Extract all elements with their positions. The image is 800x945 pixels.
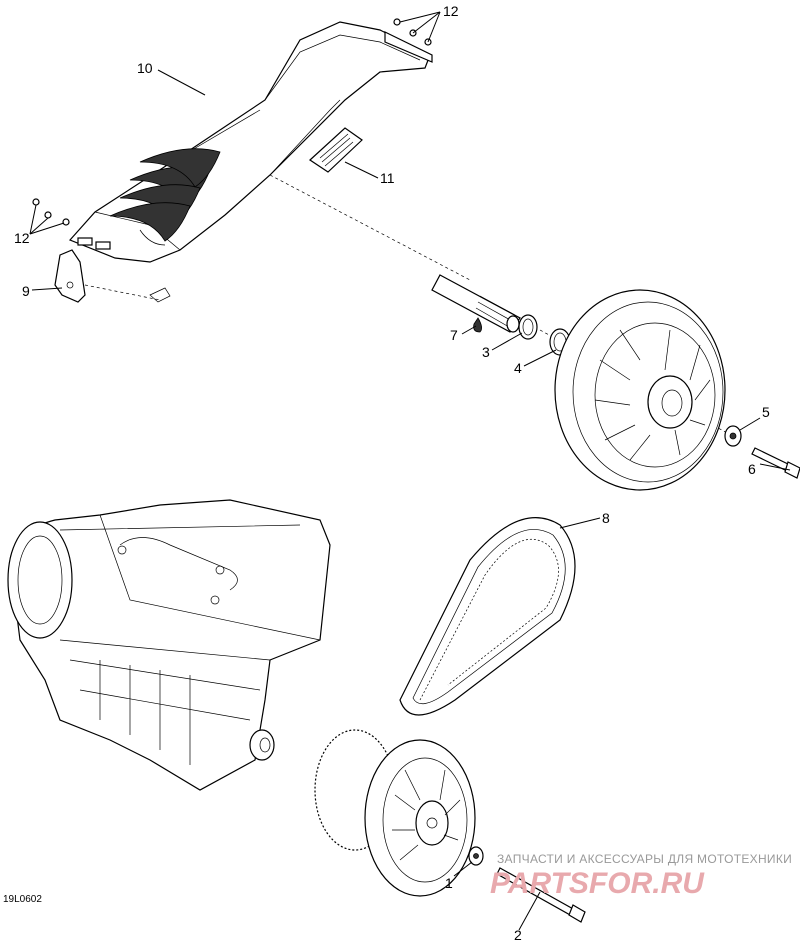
callout-12-rear: 12 [443, 3, 459, 19]
callout-6: 6 [748, 461, 756, 477]
drive-belt [399, 517, 576, 716]
belt-guard-cover [68, 21, 433, 263]
driven-pulley [554, 289, 726, 491]
watermark-brand: PARTSFOR.RU [490, 867, 705, 900]
engine [7, 499, 331, 791]
drive-bolt [496, 867, 586, 923]
callout-9: 9 [22, 283, 30, 299]
drive-pulley [314, 729, 476, 897]
watermark-tagline: ЗАПЧАСТИ И АКСЕССУАРЫ ДЛЯ МОТОТЕХНИКИ [497, 852, 792, 866]
screws-front [32, 198, 70, 226]
callout-11: 11 [380, 170, 395, 186]
leader-lines [29, 11, 791, 931]
pulley-bolt [751, 447, 800, 479]
callout-7: 7 [450, 327, 458, 343]
warning-decal [309, 127, 363, 173]
callout-3: 3 [482, 344, 490, 360]
spacer-ring [518, 314, 538, 340]
callout-2: 2 [514, 927, 522, 943]
callout-1: 1 [445, 875, 453, 891]
screws-rear [393, 18, 432, 46]
reference-code: 19L0602 [3, 894, 42, 905]
alignment-axis [269, 174, 471, 281]
callout-10: 10 [137, 60, 153, 76]
mounting-bracket [54, 249, 171, 303]
lubricant-drop-icon [473, 317, 482, 333]
callout-12-front: 12 [14, 230, 30, 246]
callout-8: 8 [602, 510, 610, 526]
callout-5: 5 [762, 404, 770, 420]
callout-4: 4 [514, 360, 522, 376]
